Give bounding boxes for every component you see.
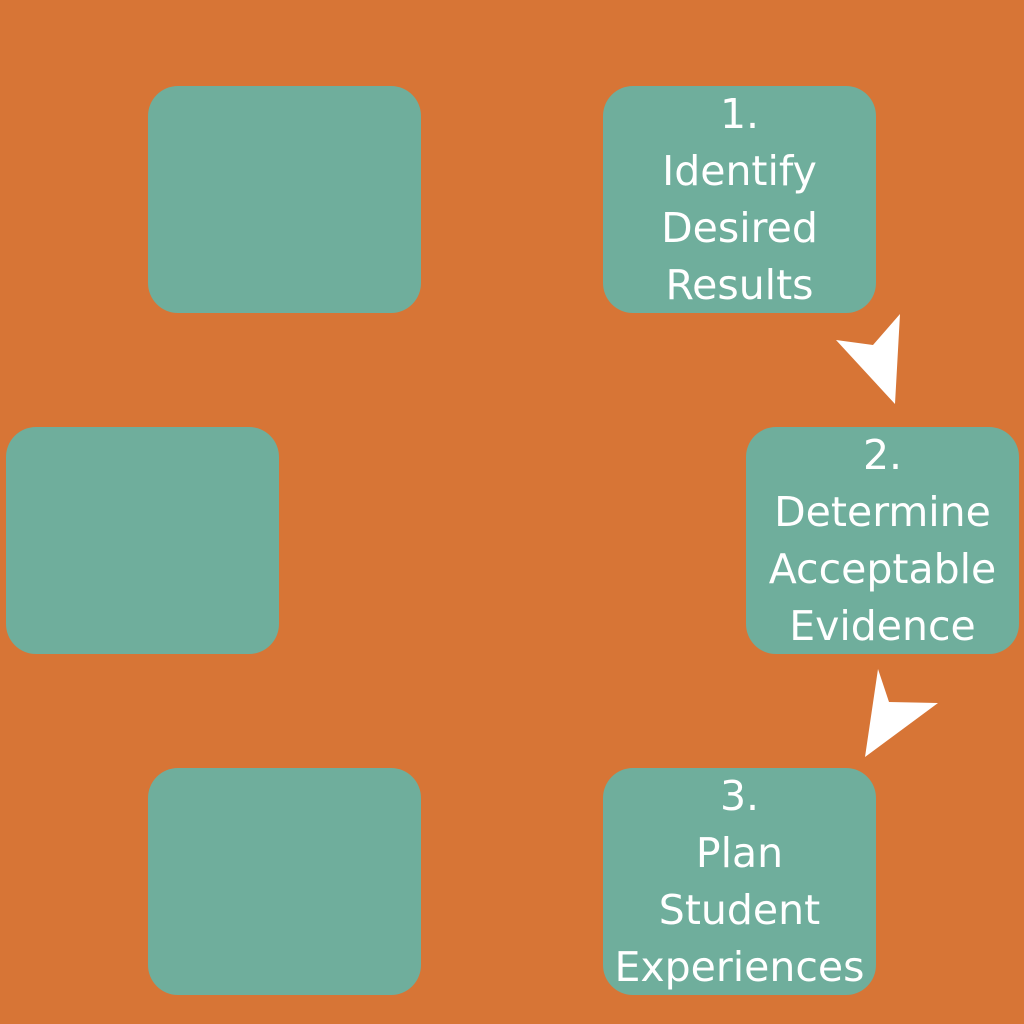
step-1-line-2: Desired: [661, 203, 818, 252]
step-2-line-1: Determine: [774, 487, 991, 536]
step-1-line-3: Results: [665, 260, 814, 309]
step-2-line-2: Acceptable: [768, 544, 997, 593]
step-3-number: 3.: [719, 771, 760, 820]
arrow-step1-to-step2-icon: [836, 314, 900, 404]
arrow-step2-to-step3-icon: [865, 669, 938, 757]
step-2-number: 2.: [862, 430, 903, 479]
empty-box-bottom: [148, 768, 421, 995]
empty-box-middle: [6, 427, 279, 654]
step-3-line-2: Student: [658, 885, 821, 934]
step-2-line-3: Evidence: [789, 601, 976, 650]
step-1-box: 1. Identify Desired Results: [603, 86, 876, 313]
step-3-line-3: Experiences: [614, 942, 865, 991]
step-1-line-1: Identify: [662, 146, 817, 195]
empty-box-top: [148, 86, 421, 313]
step-3-line-1: Plan: [695, 828, 784, 877]
step-1-number: 1.: [719, 89, 760, 138]
step-2-box: 2. Determine Acceptable Evidence: [746, 427, 1019, 654]
step-3-box: 3. Plan Student Experiences: [603, 768, 876, 995]
